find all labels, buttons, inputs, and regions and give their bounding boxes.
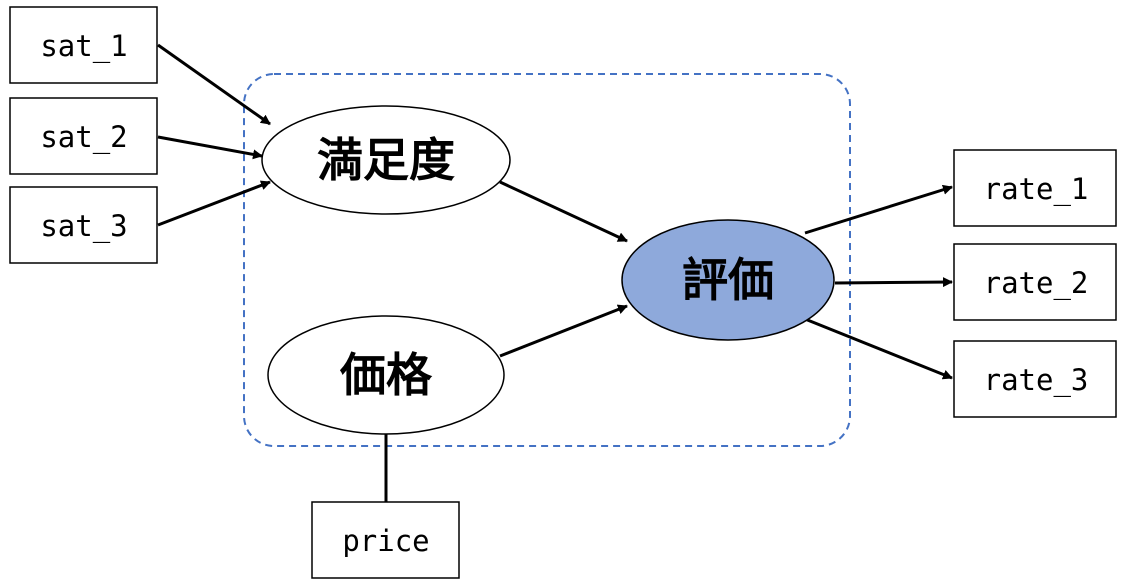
box-rate-2 [953, 243, 1117, 321]
box-price [311, 501, 460, 579]
arrow-sat3-to-satisfaction [157, 180, 271, 227]
box-sat-3 [9, 186, 158, 264]
arrow-satisfaction-to-evaluation [499, 180, 628, 243]
label-rate-2: rate_2 [984, 266, 1089, 301]
latent-group-boundary [243, 73, 851, 447]
label-latent-price: 価格 [339, 348, 433, 402]
latent-evaluation [621, 219, 835, 341]
latent-satisfaction [261, 105, 511, 215]
arrow-sat2-to-satisfaction [157, 135, 263, 160]
arrow-evaluation-to-rate2 [834, 277, 953, 288]
arrow-sat1-to-satisfaction [157, 43, 271, 126]
label-sat-1: sat_1 [40, 29, 127, 64]
box-sat-2 [9, 97, 158, 175]
label-sat-3: sat_3 [40, 209, 127, 244]
label-price: price [342, 524, 429, 558]
latent-price [267, 315, 505, 435]
box-rate-3 [953, 340, 1117, 418]
arrow-evaluation-to-rate3 [804, 317, 953, 380]
label-sat-2: sat_2 [40, 120, 127, 155]
arrow-price-to-evaluation [499, 304, 628, 358]
label-latent-evaluation: 評価 [682, 253, 774, 307]
arrow-evaluation-to-rate1 [804, 184, 953, 235]
box-rate-1 [953, 149, 1117, 227]
label-rate-3: rate_3 [984, 363, 1089, 398]
box-sat-1 [9, 6, 158, 84]
label-latent-satisfaction: 満足度 [317, 133, 455, 187]
label-rate-1: rate_1 [984, 172, 1089, 207]
